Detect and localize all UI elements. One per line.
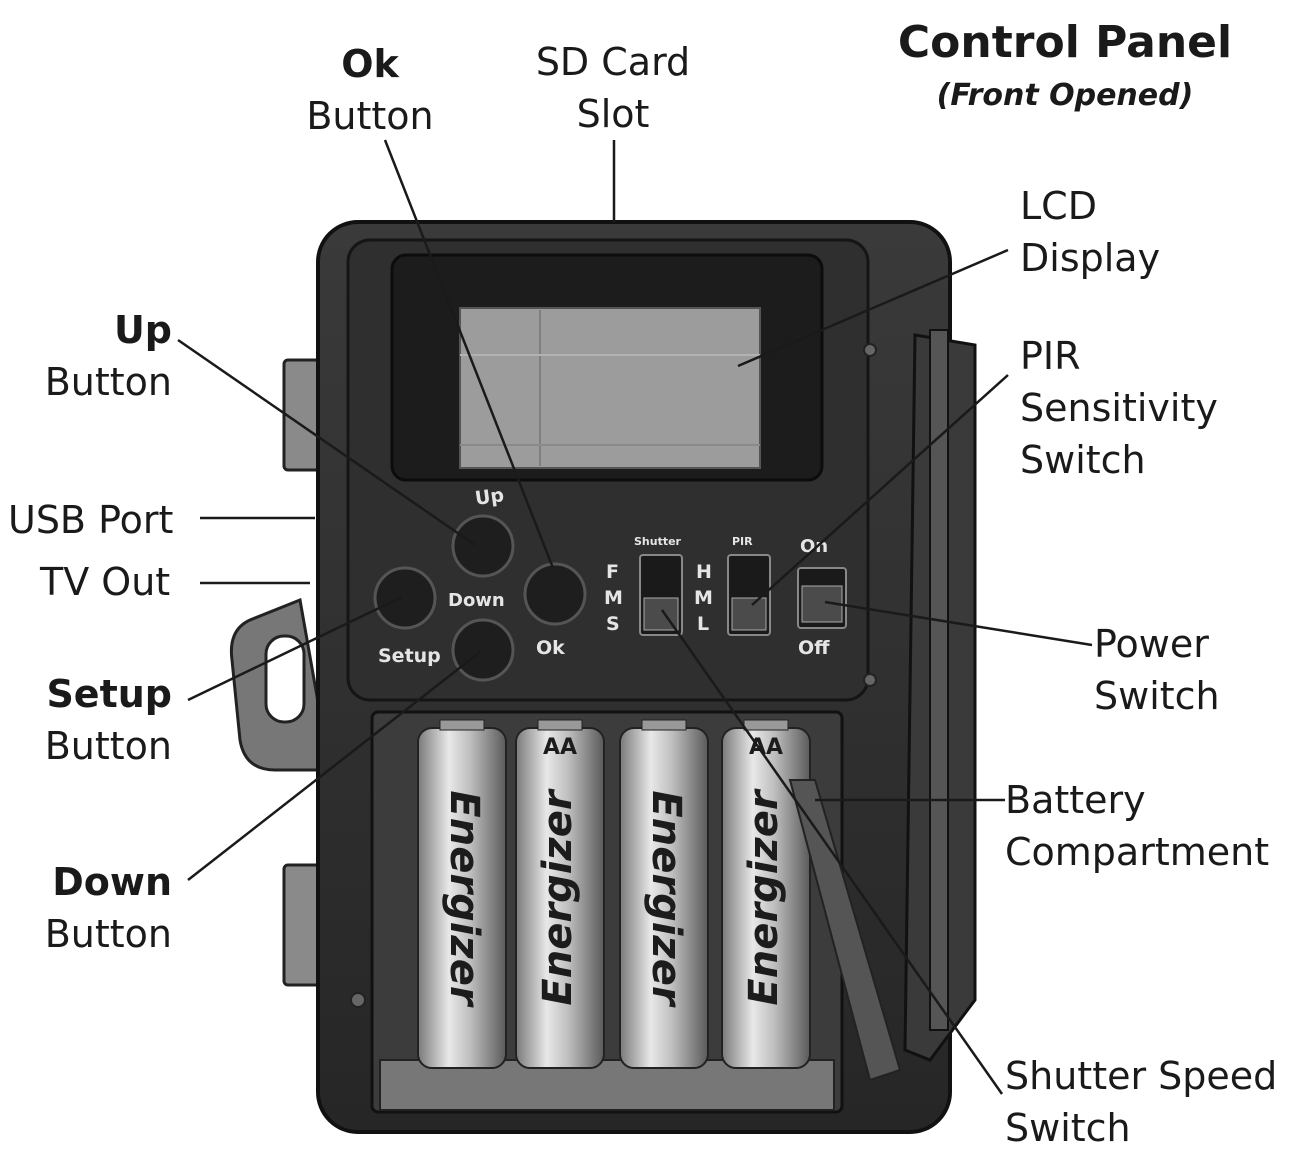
callout-sd-card-slot: SD Card Slot xyxy=(528,36,698,140)
down-button-shape xyxy=(451,618,515,682)
diagram-title: Control Panel xyxy=(897,17,1233,68)
battery-brand-label: Energizer xyxy=(441,790,487,1007)
battery-terminal xyxy=(743,719,789,731)
battery-size-label: AA xyxy=(749,735,783,760)
shutter-position-2: M xyxy=(604,587,623,609)
callout-tv-text: TV Out xyxy=(40,560,171,604)
callout-shutter-line2: Switch xyxy=(1005,1106,1131,1150)
pir-switch-knob xyxy=(731,597,767,631)
callout-up-button: Up Button xyxy=(20,304,172,408)
leader-up xyxy=(177,338,476,547)
callout-lcd-line1: LCD xyxy=(1020,184,1097,228)
battery-terminal xyxy=(537,719,583,731)
callout-tv-out: TV Out xyxy=(40,556,170,608)
strap-slot xyxy=(264,634,306,724)
device-label-ok: Ok xyxy=(536,637,565,659)
callout-shutter-line1: Shutter Speed xyxy=(1005,1054,1278,1098)
battery-brand-label: Energizer xyxy=(643,790,689,1007)
callout-ok-bold: Ok xyxy=(341,42,399,86)
callout-down-bold: Down xyxy=(52,860,172,904)
battery-brand-label: Energizer xyxy=(535,788,581,1005)
shutter-position-1: F xyxy=(606,561,619,583)
battery-ribbon xyxy=(788,779,902,1082)
screw-left xyxy=(350,992,366,1008)
leader-lines xyxy=(177,139,1093,1095)
ok-button-shape xyxy=(523,562,587,626)
callout-shutter-switch: Shutter Speed Switch xyxy=(1005,1050,1277,1154)
callout-sd-line1: SD Card xyxy=(535,40,691,84)
setup-button-shape xyxy=(373,566,437,630)
device-label-pir: PIR xyxy=(732,535,753,548)
device-label-down: Down xyxy=(448,590,505,611)
callout-setup-button: Setup Button xyxy=(20,668,172,772)
pir-position-2: M xyxy=(694,587,713,609)
callout-lcd-display: LCD Display xyxy=(1020,180,1160,284)
pir-position-1: H xyxy=(696,561,712,583)
battery-terminal xyxy=(641,719,687,731)
leader-power xyxy=(824,600,1093,647)
callout-setup-normal: Button xyxy=(44,724,172,768)
callout-pir-line1: PIR xyxy=(1020,334,1081,378)
callout-pir-line3: Switch xyxy=(1020,438,1146,482)
screw-top-right xyxy=(863,343,877,357)
door-edge xyxy=(929,329,949,1031)
callout-pir-switch: PIR Sensitivity Switch xyxy=(1020,330,1218,486)
callout-sd-line2: Slot xyxy=(576,92,650,136)
callout-usb-text: USB Port xyxy=(8,498,174,542)
leader-shutter xyxy=(660,609,1004,1095)
battery-terminal xyxy=(439,719,485,731)
battery-brand-label: Energizer xyxy=(741,788,787,1005)
diagram-subtitle: (Front Opened) xyxy=(936,78,1194,113)
device-label-setup: Setup xyxy=(378,645,441,667)
callout-battery-compartment: Battery Compartment xyxy=(1005,774,1269,878)
callout-lcd-line2: Display xyxy=(1020,236,1161,280)
leader-down xyxy=(187,651,481,881)
device-label-up: Up xyxy=(474,484,506,510)
up-button-shape xyxy=(451,514,515,578)
callout-up-normal: Button xyxy=(44,360,172,404)
callout-power-line1: Power xyxy=(1094,622,1209,666)
leader-pir xyxy=(751,374,1009,606)
lcd-screen xyxy=(459,307,761,469)
callout-battery-line1: Battery xyxy=(1005,778,1146,822)
battery-group: Energizer Energizer AA Energizer Energizer AA xyxy=(417,719,811,1069)
device-label-shutter: Shutter xyxy=(634,535,682,548)
leader-ok xyxy=(383,139,555,569)
callout-down-button: Down Button xyxy=(20,856,172,960)
callout-up-bold: Up xyxy=(113,308,172,352)
leader-lcd xyxy=(737,248,1009,368)
callout-pir-line2: Sensitivity xyxy=(1020,386,1218,430)
callout-ok-normal: Button xyxy=(306,94,434,138)
battery-size-label: AA xyxy=(543,735,577,760)
callout-power-line2: Switch xyxy=(1094,674,1220,718)
shutter-position-3: S xyxy=(606,613,620,635)
pir-position-3: L xyxy=(697,613,709,635)
callout-setup-bold: Setup xyxy=(46,672,172,716)
callout-usb-port: USB Port xyxy=(8,494,173,546)
callout-down-normal: Button xyxy=(44,912,172,956)
callout-battery-line2: Compartment xyxy=(1005,830,1270,874)
callout-ok-button: Ok Button xyxy=(300,38,440,142)
screw-mid-right xyxy=(863,673,877,687)
device-label-off: Off xyxy=(798,637,830,659)
leader-setup xyxy=(187,595,403,702)
callout-power-switch: Power Switch xyxy=(1094,618,1220,722)
